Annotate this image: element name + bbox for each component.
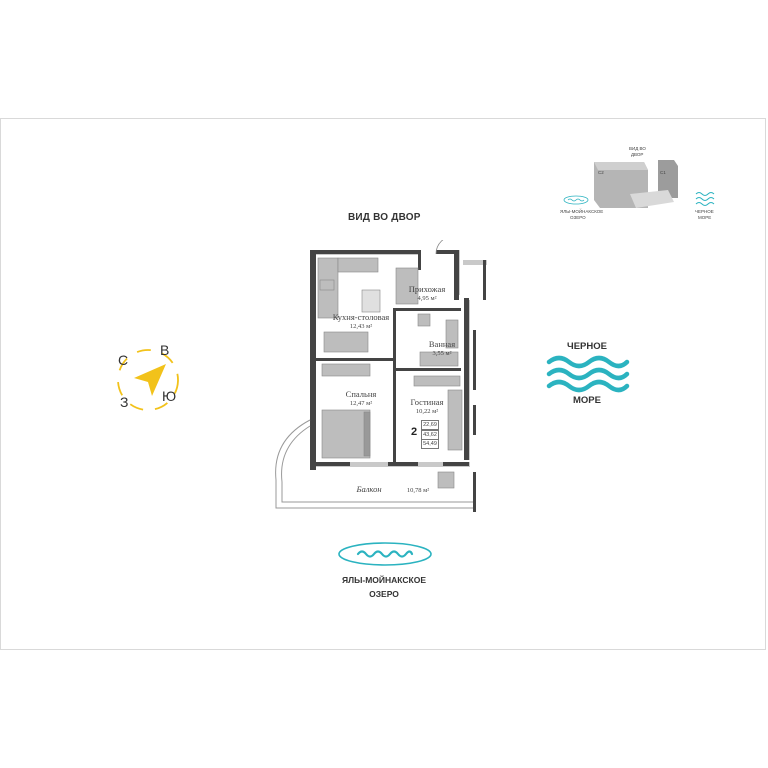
compass-north: С bbox=[118, 352, 129, 368]
room-balcony-area: 10,78 м² bbox=[406, 487, 430, 494]
minimap-view-line1: ВИД ВО bbox=[629, 146, 646, 151]
plan-frame bbox=[0, 118, 766, 650]
rooms-count-badge: 2 bbox=[411, 426, 418, 438]
room-balcony-name: Балкон bbox=[356, 484, 382, 494]
minimap-lake-line2: ОЗЕРО bbox=[570, 215, 586, 220]
area-total-balcony: 54,49 bbox=[421, 439, 439, 450]
site-minimap bbox=[563, 160, 715, 208]
area-living: 22,69 bbox=[421, 420, 439, 431]
minimap-view-line2: ДВОР bbox=[631, 152, 644, 157]
sea-label-line1: ЧЕРНОЕ bbox=[567, 341, 607, 352]
minimap-sea-line2: МОРЕ bbox=[698, 215, 712, 220]
minimap-block-c2: С2 bbox=[598, 170, 604, 175]
sea-label-line2: МОРЕ bbox=[573, 395, 601, 406]
lake-icon bbox=[338, 542, 432, 566]
compass-south: Ю bbox=[162, 388, 177, 404]
minimap-sea-line1: ЧЕРНОЕ bbox=[695, 209, 714, 214]
minimap-lake-line1: ЯЛЫ-МОЙНАКСКОЕ bbox=[560, 209, 604, 214]
area-total: 43,62 bbox=[421, 429, 439, 440]
area-summary: 22,69 43,62 54,49 bbox=[421, 420, 439, 450]
minimap-block-c1: С1 bbox=[660, 170, 666, 175]
sea-waves-icon bbox=[546, 355, 630, 393]
compass-west: З bbox=[120, 394, 129, 410]
view-yard-label: ВИД ВО ДВОР bbox=[348, 212, 421, 223]
lake-label-line1: ЯЛЫ-МОЙНАКСКОЕ bbox=[342, 575, 426, 585]
floor-plan bbox=[275, 240, 487, 512]
compass-icon bbox=[117, 349, 179, 411]
compass-east: В bbox=[160, 342, 170, 358]
lake-label-line2: ОЗЕРО bbox=[369, 589, 399, 599]
